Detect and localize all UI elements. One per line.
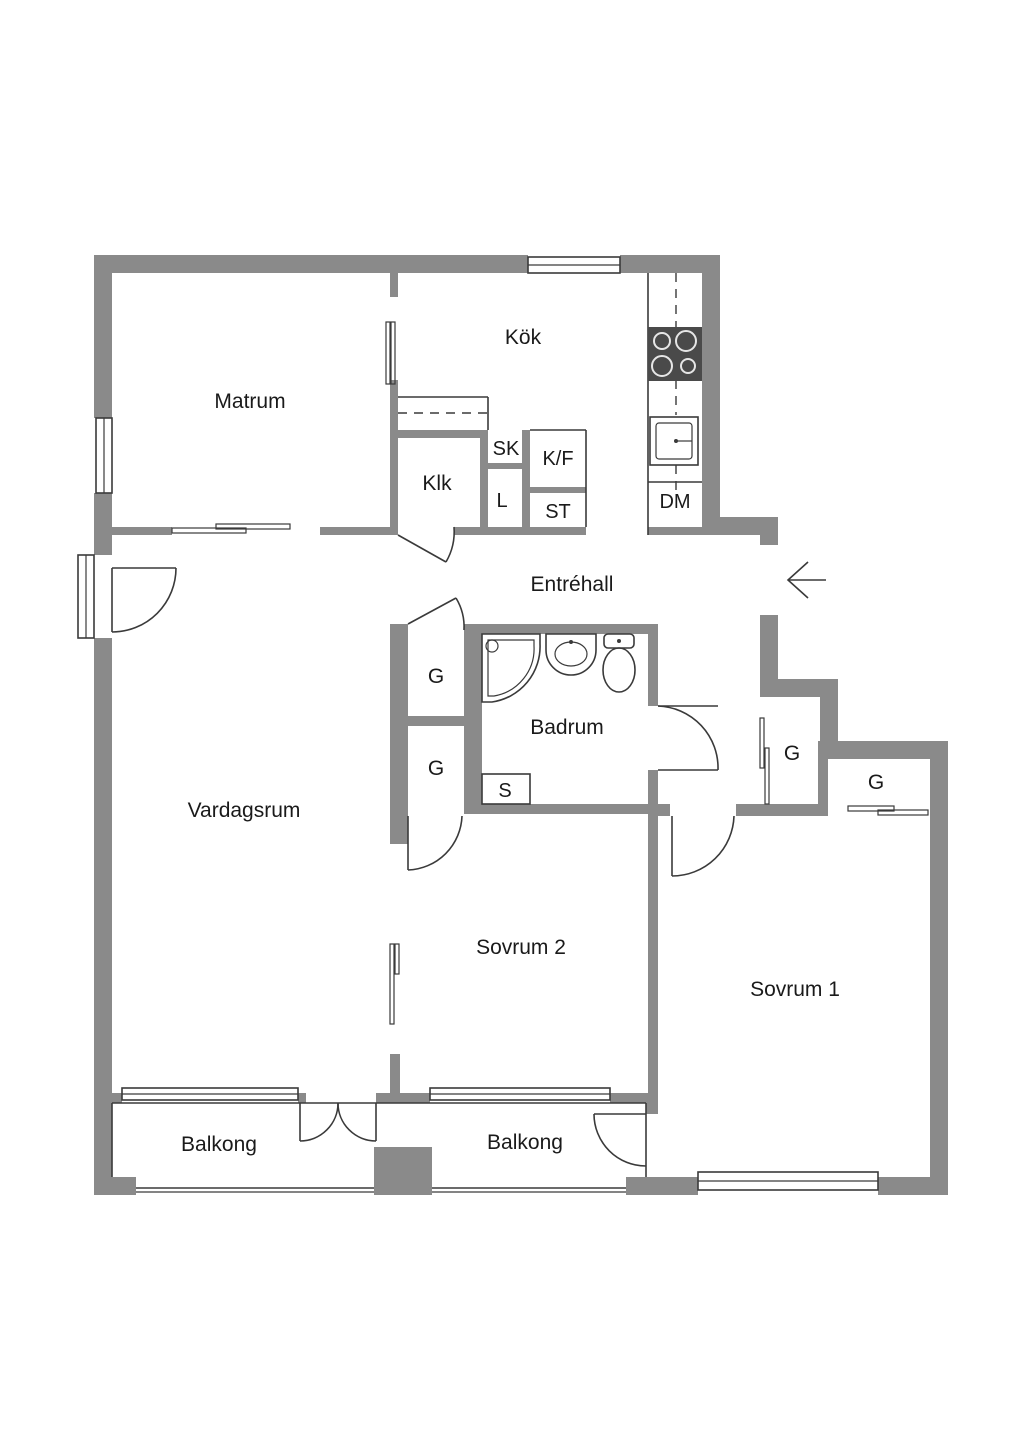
doors [111, 321, 929, 1167]
label-st: ST [545, 501, 571, 523]
entrance-arrow-icon [786, 561, 826, 599]
label-s: S [498, 780, 511, 802]
label-g3: G [784, 742, 800, 765]
washbasin-icon [545, 633, 597, 676]
bathroom-fixtures [481, 633, 636, 805]
label-balkong-left: Balkong [181, 1133, 257, 1156]
label-dm: DM [659, 491, 690, 513]
label-kf: K/F [542, 448, 573, 470]
outer-walls [94, 255, 948, 1195]
shower-icon [481, 633, 541, 703]
room-labels: Kök Matrum Klk SK K/F L ST DM Entréhall … [181, 326, 884, 1156]
label-sovrum2: Sovrum 2 [476, 936, 566, 959]
interior-walls [112, 273, 828, 1114]
label-sk: SK [493, 438, 520, 460]
label-g2: G [428, 757, 444, 780]
label-matrum: Matrum [214, 390, 285, 413]
kitchen-fixtures [398, 273, 702, 535]
label-klk: Klk [422, 472, 452, 495]
windows [77, 256, 879, 1193]
label-entrehall: Entréhall [531, 573, 614, 596]
label-kok: Kök [505, 326, 542, 349]
sink-icon [649, 416, 699, 466]
toilet-icon [602, 633, 636, 693]
stove-icon [648, 327, 702, 381]
label-vardagsrum: Vardagsrum [188, 799, 301, 822]
label-g4: G [868, 771, 884, 794]
label-sovrum1: Sovrum 1 [750, 978, 840, 1001]
label-badrum: Badrum [530, 716, 604, 739]
label-balkong-right: Balkong [487, 1131, 563, 1154]
label-g1: G [428, 665, 444, 688]
label-l: L [496, 490, 507, 512]
